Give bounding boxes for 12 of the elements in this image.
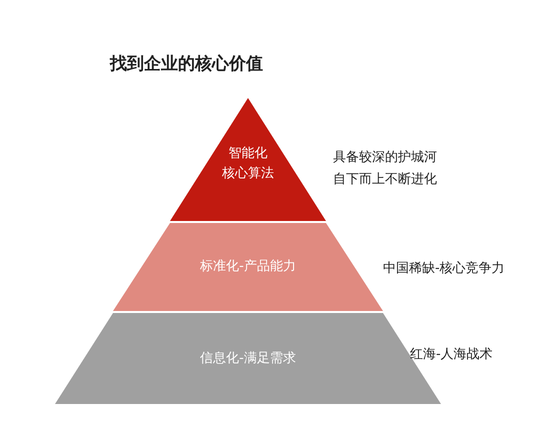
pyramid-layer <box>55 313 441 404</box>
layer-label: 智能化 <box>228 145 268 163</box>
side-note: 红海-人海战术 <box>410 346 493 364</box>
layer-label: 信息化-满足需求 <box>200 350 296 368</box>
side-note: 自下而上不断进化 <box>333 171 437 189</box>
side-note: 具备较深的护城河 <box>333 149 437 167</box>
layer-label: 标准化-产品能力 <box>200 258 296 276</box>
layer-label: 核心算法 <box>222 165 274 183</box>
pyramid-layer <box>113 223 383 311</box>
pyramid-top-layer <box>170 98 326 221</box>
title: 找到企业的核心价值 <box>110 53 263 75</box>
side-note: 中国稀缺-核心竞争力 <box>383 260 505 278</box>
